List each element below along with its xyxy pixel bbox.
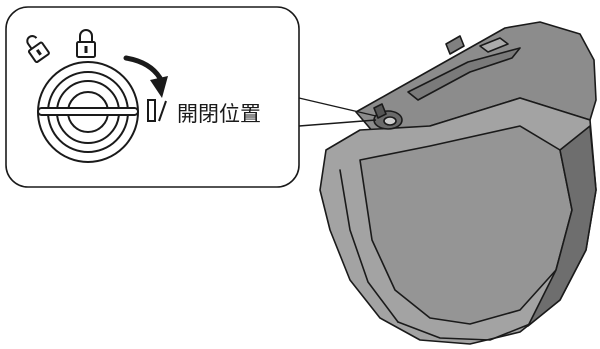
slot-marker-icon [147,99,167,122]
case-left-seam [339,169,399,323]
lock-key-slot [37,107,139,116]
hard-case-illustration [319,21,597,345]
padlock-locked-icon [76,29,96,58]
case-lock-key [373,103,387,119]
case-side-tab [445,35,465,55]
curved-arrow-clockwise-icon [123,55,168,98]
callout: 開閉位置 [5,6,377,188]
case-front-panel [359,125,573,325]
case-handle-recess [407,47,521,101]
case-lock-cylinder [383,116,397,126]
callout-leader-line [298,97,377,117]
case-bottom-seam [397,321,531,341]
padlock-unlocked-icon [26,35,50,64]
lock-dial-graphic [37,61,139,163]
callout-leader-line-lower [298,119,377,127]
case-handle-slot [479,37,509,53]
case-right-side [527,125,597,327]
position-label: 開閉位置 [177,102,261,126]
